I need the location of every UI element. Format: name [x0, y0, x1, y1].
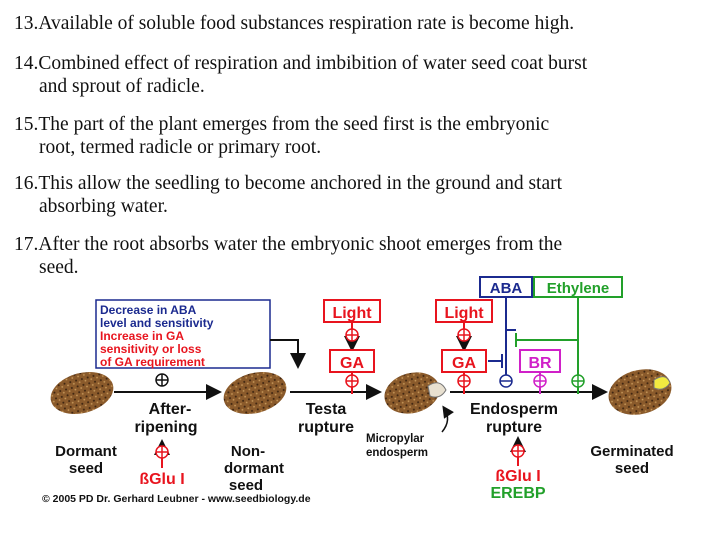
plus-icon [457, 374, 471, 388]
non-dormant-seed-label-3: seed [229, 477, 263, 494]
dormant-seed-image [50, 371, 114, 415]
micropylar-label-1: Micropylar [366, 433, 425, 445]
erebp-label: EREBP [490, 485, 545, 502]
box-line-1: Decrease in ABA [100, 303, 197, 317]
light-label-1: Light [332, 305, 372, 322]
plus-icon [511, 444, 525, 458]
arrow-box-to-testa [270, 339, 306, 369]
non-dormant-seed-label-2: dormant [224, 460, 284, 477]
point-14: 14.Combined effect of respiration and im… [14, 52, 718, 98]
germinated-seed-image [608, 369, 672, 415]
non-dormant-seed-image [223, 371, 287, 415]
aba-label: ABA [490, 280, 523, 297]
bglu1-label: ßGlu I [139, 471, 184, 488]
point-number: 17. [14, 234, 39, 255]
point-number: 14. [14, 53, 39, 74]
point-text: After the root absorbs water the embryon… [38, 234, 563, 255]
micropylar-label-2: endosperm [366, 447, 428, 459]
box-line-4: sensitivity or loss [100, 342, 202, 356]
point-number: 13. [14, 13, 39, 34]
point-15: 15.The part of the plant emerges from th… [14, 113, 718, 159]
point-text: This allow the seedling to become anchor… [38, 173, 563, 194]
seedling-image [653, 376, 671, 390]
plus-icon [571, 374, 585, 388]
point-16: 16.This allow the seedling to become anc… [14, 172, 718, 218]
point-13: 13.Available of soluble food substances … [14, 12, 718, 35]
plus-icon [155, 373, 169, 387]
germinated-seed-label-2: seed [615, 460, 649, 477]
micropylar-pointer [441, 405, 454, 433]
regulation-box [95, 299, 271, 369]
box-line-3: Increase in GA [100, 329, 184, 343]
point-text: The part of the plant emerges from the s… [38, 114, 550, 135]
after-ripening-label-2: ripening [134, 419, 197, 436]
point-text: Available of soluble food substances res… [38, 13, 575, 34]
copyright-label: © 2005 PD Dr. Gerhard Leubner - www.seed… [42, 493, 311, 505]
non-dormant-seed-label-1: Non- [231, 443, 265, 460]
point-text: Combined effect of respiration and imbib… [38, 53, 588, 74]
ga-label-2: GA [452, 355, 476, 372]
bglu2-label: ßGlu I [495, 468, 540, 485]
testa-rupture-label-1: Testa [306, 401, 347, 418]
point-text-continued: root, termed radicle or primary root. [39, 137, 322, 158]
plus-icon [345, 328, 359, 342]
light-label-2: Light [444, 305, 484, 322]
ethylene-label: Ethylene [547, 280, 610, 297]
point-text-continued: seed. [39, 257, 79, 278]
point-text-continued: and sprout of radicle. [39, 76, 205, 97]
minus-icon [499, 374, 513, 388]
dormant-seed-label-1: Dormant [55, 443, 117, 460]
testa-rupture-label-2: rupture [298, 419, 354, 436]
br-label: BR [528, 355, 552, 372]
plus-icon [533, 374, 547, 388]
endosperm-rupture-label-2: rupture [486, 419, 542, 436]
radicle-image [427, 382, 447, 398]
point-17: 17.After the root absorbs water the embr… [14, 233, 718, 279]
ethylene-to-aba-line [516, 297, 579, 341]
plus-icon [345, 374, 359, 388]
endosperm-rupture-label-1: Endosperm [470, 401, 558, 418]
germinated-seed-label-1: Germinated [590, 443, 673, 460]
box-line-5: of GA requirement [100, 355, 205, 369]
ruptured-seed-image [384, 372, 440, 414]
plus-icon [155, 445, 169, 459]
point-text-continued: absorbing water. [39, 196, 168, 217]
dormant-seed-label-2: seed [69, 460, 103, 477]
point-number: 16. [14, 173, 39, 194]
box-line-2: level and sensitivity [100, 316, 214, 330]
ga-label-1: GA [340, 355, 364, 372]
plus-icon [457, 328, 471, 342]
point-number: 15. [14, 114, 39, 135]
after-ripening-label-1: After- [149, 401, 192, 418]
